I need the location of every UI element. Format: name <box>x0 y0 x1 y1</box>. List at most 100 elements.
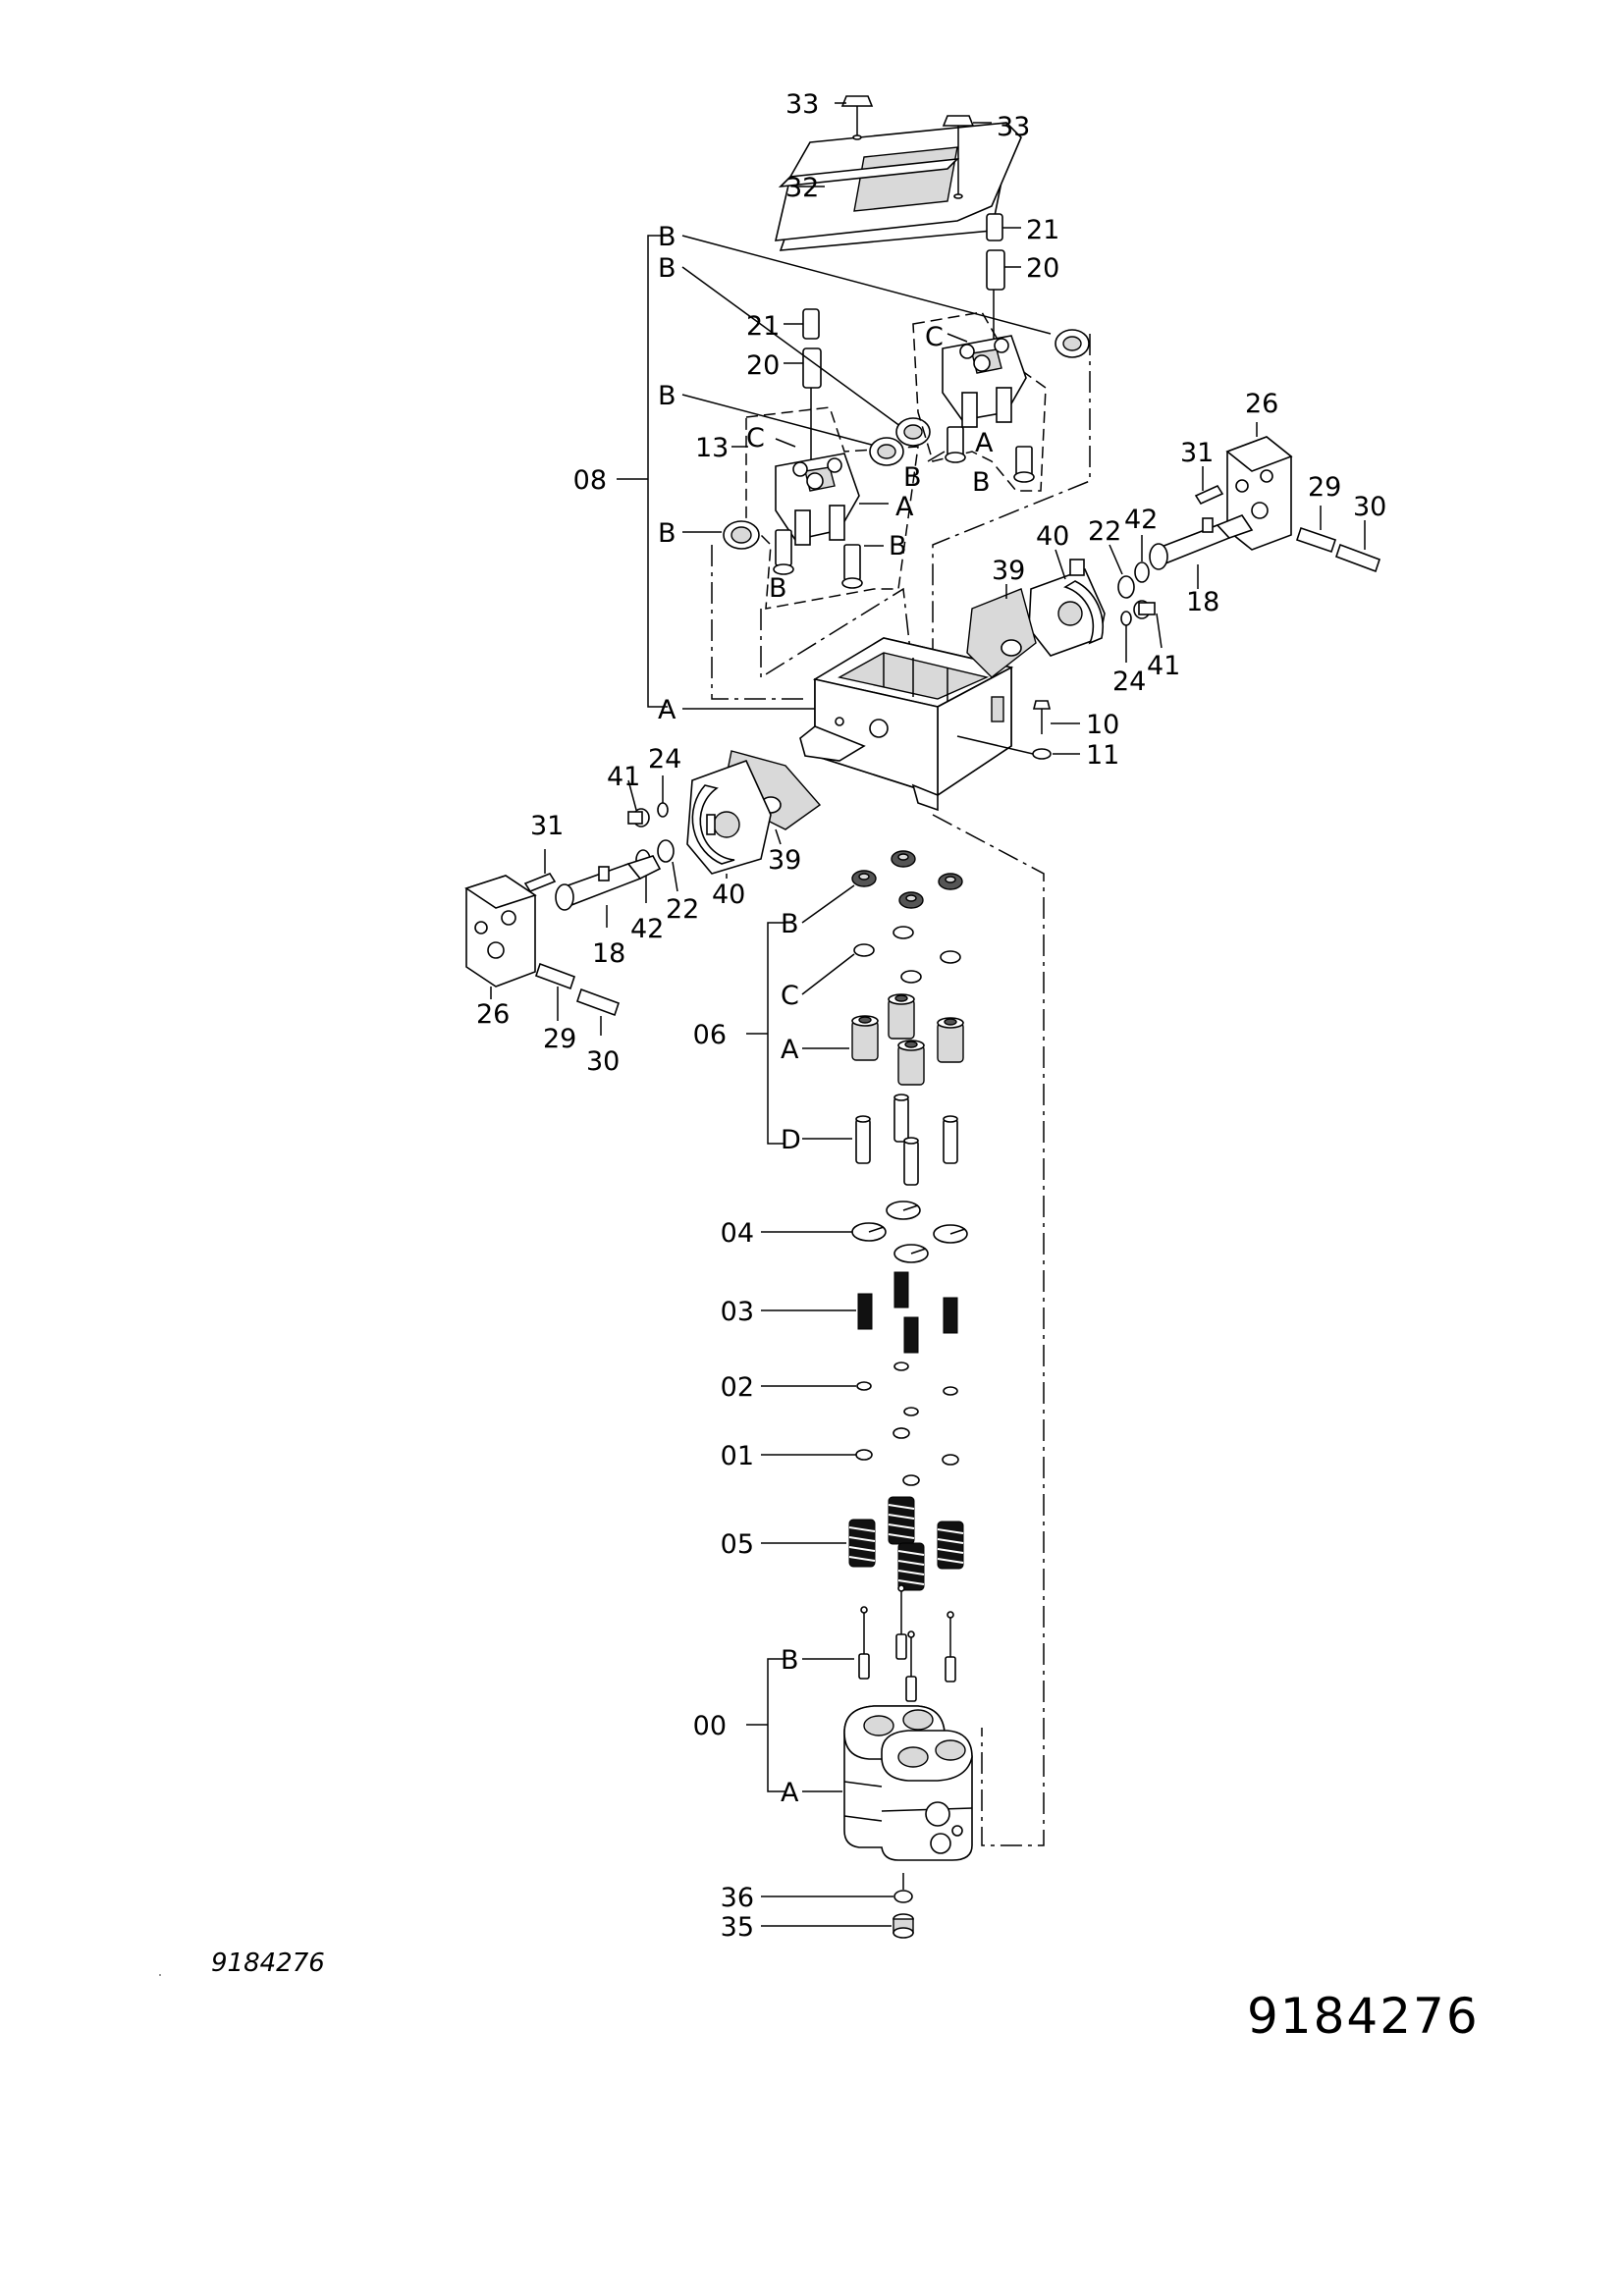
callout-B: B <box>903 462 922 493</box>
callout-C: C <box>925 322 944 352</box>
drawing-number-large: 9184276 <box>1247 1988 1480 2045</box>
pin-21-right <box>986 213 1003 241</box>
callout-29: 29 <box>1308 472 1341 503</box>
bushing-mid <box>869 437 904 466</box>
callout-08: 08 <box>573 465 607 496</box>
plug-35 <box>893 1913 914 1939</box>
spring-03-1 <box>857 1293 873 1330</box>
callout-22: 22 <box>1088 516 1121 547</box>
plug-A-1 <box>851 1015 879 1061</box>
washer-01-1 <box>855 1449 873 1461</box>
callout-18: 18 <box>592 938 625 969</box>
bushing-mid2 <box>895 417 931 447</box>
spring-05-1 <box>848 1519 876 1568</box>
callout-01: 01 <box>721 1441 754 1471</box>
callout-36: 36 <box>721 1883 754 1913</box>
valve-housing <box>799 637 1014 812</box>
callout-22: 22 <box>666 894 699 925</box>
seal-B-3 <box>898 891 924 909</box>
callout-41: 41 <box>607 762 640 792</box>
screw-41-right <box>1133 600 1156 619</box>
callout-04: 04 <box>721 1218 754 1249</box>
callout-C: C <box>746 423 765 454</box>
plug-A-4 <box>937 1017 964 1063</box>
callout-18: 18 <box>1186 587 1219 617</box>
spring-05-3 <box>897 1542 925 1591</box>
callout-03: 03 <box>721 1297 754 1327</box>
washer-11 <box>1032 748 1052 760</box>
callout-40: 40 <box>1036 521 1069 552</box>
callout-33: 33 <box>997 112 1030 142</box>
callout-B: B <box>781 1645 799 1676</box>
callout-A: A <box>658 695 676 725</box>
callout-42: 42 <box>630 914 664 944</box>
washer-02-4 <box>943 1386 958 1396</box>
pin-21-left <box>802 308 820 340</box>
screw-41-left <box>627 808 650 828</box>
callout-A: A <box>781 1035 799 1065</box>
rocker-arm-right <box>942 335 1027 428</box>
callout-06: 06 <box>693 1020 727 1050</box>
pin-30-right <box>1334 543 1381 573</box>
callout-B: B <box>658 253 676 284</box>
spool-D-4 <box>943 1115 958 1164</box>
callout-A: A <box>781 1778 799 1808</box>
spring-03-3 <box>903 1316 919 1354</box>
callout-41: 41 <box>1147 651 1180 681</box>
washer-02-2 <box>893 1362 909 1371</box>
spring-03-4 <box>943 1297 958 1334</box>
rocker-arm-left <box>775 453 860 546</box>
callout-B: B <box>658 381 676 411</box>
pin-31-right <box>1194 484 1224 506</box>
spool-D-2 <box>893 1094 909 1143</box>
callout-00: 00 <box>693 1711 727 1741</box>
callout-B: B <box>889 531 907 561</box>
push-rod-B-4 <box>945 1611 956 1682</box>
pin-31-left <box>523 873 557 892</box>
callout-13: 13 <box>695 433 729 463</box>
callout-20: 20 <box>1026 253 1059 284</box>
bolt-B-left-2 <box>841 544 863 589</box>
callout-C: C <box>781 981 799 1011</box>
callout-42: 42 <box>1124 505 1158 535</box>
pin-20-right <box>986 249 1005 291</box>
pin-29-right <box>1295 526 1337 554</box>
callout-29: 29 <box>543 1024 576 1054</box>
callout-35: 35 <box>721 1912 754 1943</box>
pin-20-left <box>802 347 822 389</box>
washer-01-3 <box>902 1474 920 1486</box>
bolt-B-left-1 <box>773 529 794 575</box>
oring-22-left <box>657 839 675 863</box>
callout-B: B <box>769 573 787 604</box>
bolt-10 <box>1032 700 1052 734</box>
side-block-26-left <box>464 875 537 988</box>
callout-20: 20 <box>746 350 780 381</box>
callout-24: 24 <box>1112 667 1146 697</box>
retainer-04-1 <box>851 1222 887 1242</box>
pin-29-left <box>534 962 576 990</box>
bushing-left <box>723 520 760 550</box>
callout-B: B <box>972 467 991 498</box>
seal-B-4 <box>938 873 963 890</box>
callout-B: B <box>658 518 676 549</box>
oring-42-right <box>1134 561 1150 583</box>
plug-A-2 <box>888 993 915 1040</box>
callout-31: 31 <box>1180 438 1214 468</box>
callout-10: 10 <box>1086 710 1119 740</box>
seal-B-1 <box>851 870 877 887</box>
washer-24-right <box>1120 611 1132 626</box>
shaft-18-left <box>555 855 662 911</box>
ring-C-2 <box>893 926 914 939</box>
oring-36 <box>893 1890 913 1903</box>
plug-A-3 <box>897 1040 925 1086</box>
push-rod-B-2 <box>895 1584 907 1660</box>
drawing-number-small: 9184276 <box>211 1949 325 1978</box>
oring-22-right <box>1117 575 1135 599</box>
cam-plate-40-left <box>686 759 772 875</box>
bolt-B-right-1 <box>945 426 966 463</box>
callout-39: 39 <box>768 845 801 876</box>
callout-31: 31 <box>530 811 564 841</box>
callout-B: B <box>781 909 799 939</box>
ring-C-1 <box>853 943 875 957</box>
